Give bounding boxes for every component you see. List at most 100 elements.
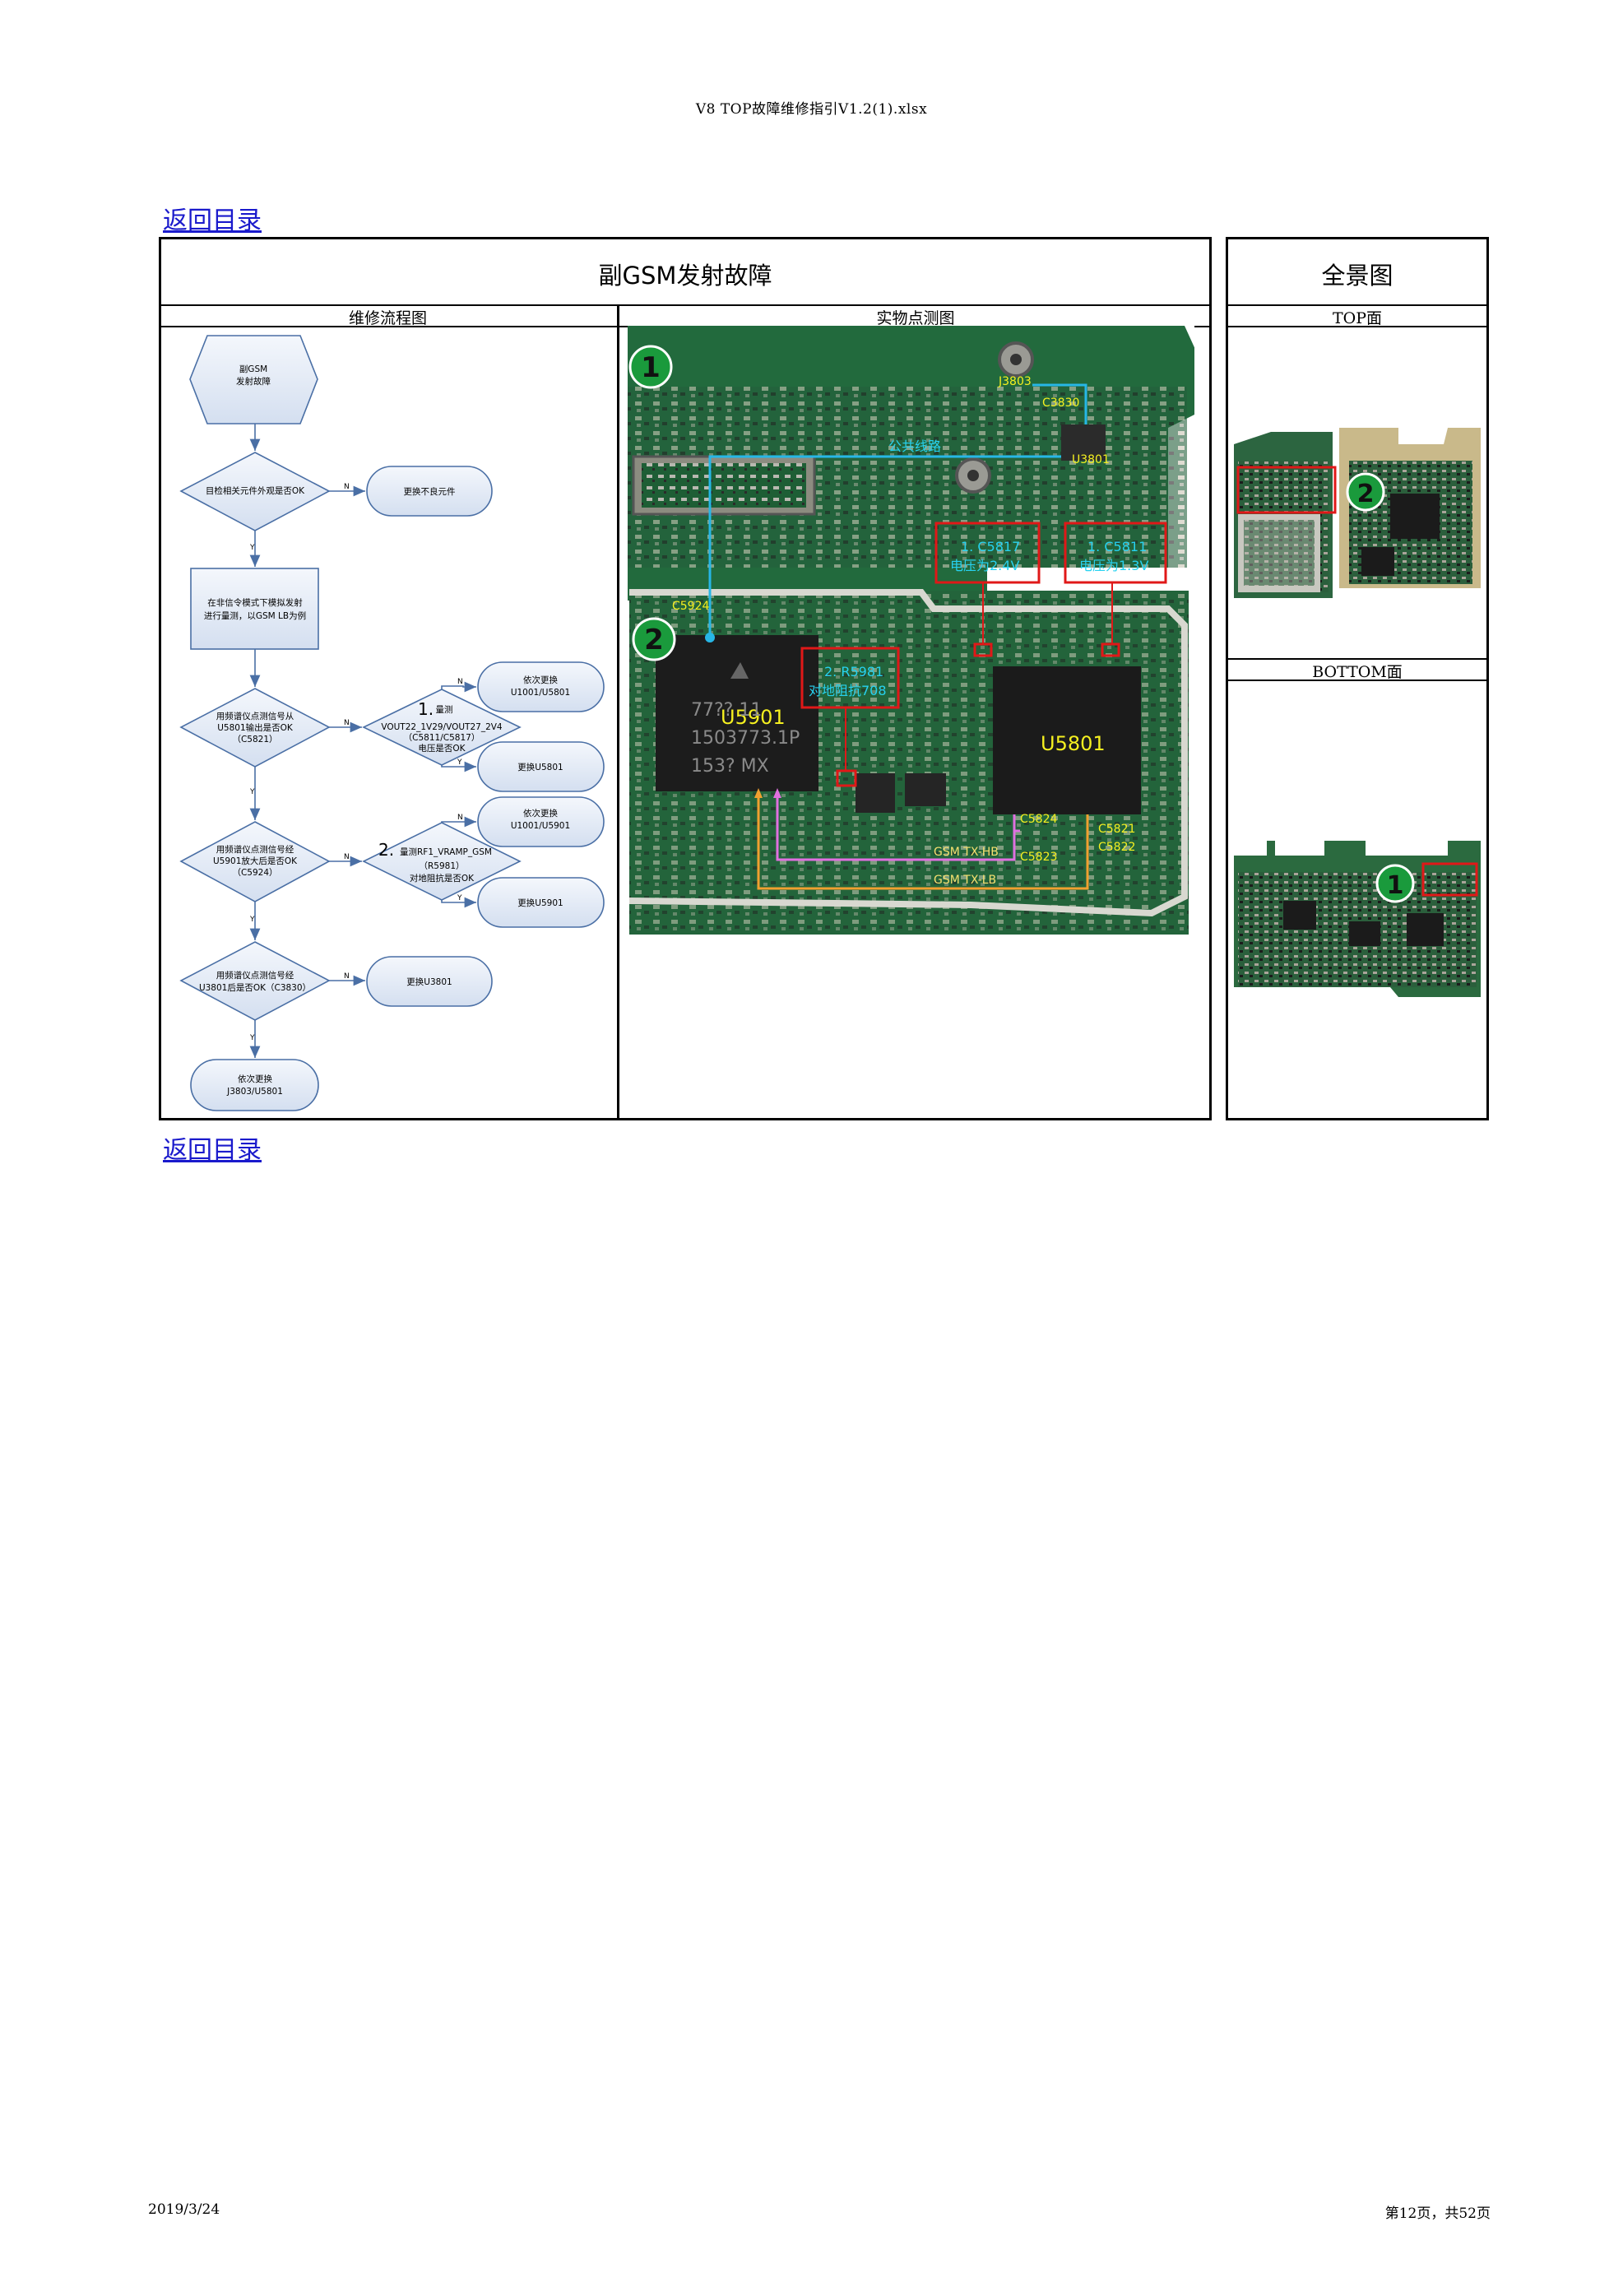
pad-c5811 [1101,642,1120,657]
label-c5821: C5821 [1098,823,1135,836]
overview-title: 全景图 [1321,262,1393,290]
flow-start-text: 发射故障 [236,376,271,387]
column-divider [617,304,619,1120]
highlight-r5981 [800,647,900,709]
chip-marking: 153? MX [691,756,769,777]
flow-end-replace-j3803-u5801 [190,1059,319,1111]
top-side-header: TOP面 [1332,309,1383,327]
shield-frame [628,589,1188,917]
bottom-side-overview-photo: 1 [1234,841,1481,997]
flow-r3a-text: U1001/U5801 [511,688,570,698]
label-no: N [344,972,350,981]
flow-decision-u3801-output [179,941,331,1021]
label-no: N [344,483,350,491]
bottom-marker-1 [1375,864,1415,903]
chip-u5801 [993,666,1141,814]
flow-step-number-2: 2. [378,840,394,860]
footer-date: 2019/3/24 [148,2201,220,2218]
flow-d2-text: 用频谱仪点测信号从 [216,711,294,721]
label-shared-line: 公共线路 [888,438,941,454]
label-no: N [344,853,350,861]
section-title: 副GSM发射故障 [598,262,772,290]
flow-r3a-text: 依次更换 [523,675,558,685]
label-gsm-tx-lb: GSM TX-LB [934,874,996,887]
text-label: 1 [1387,871,1404,900]
flow-p1-text: 进行量测，以GSM LB为例 [204,610,306,621]
text-label: 2 [644,624,664,656]
label-no: N [457,678,463,686]
flow-r1-text: 更换不良元件 [404,486,456,497]
flow-d3-text: （C5811/C5817） [404,733,480,743]
label-yes: Y [249,544,255,552]
flow-r5a-text: U1001/U5901 [511,821,570,831]
highlight-c5811 [1064,522,1167,584]
label-c5824: C5824 [1020,813,1057,826]
label-r5981-impedance: 对地阻抗708 [809,683,887,698]
row-divider [1226,658,1489,660]
repair-flowchart: N Y N Y N Y N Y N Y N Y 副GSM 发射故障 目检相关元件… [179,335,605,1111]
label-c5817-voltage: 电压为2.4V [950,558,1019,573]
flow-result-replace-u3801 [366,956,493,1007]
label-j3803: J3803 [998,375,1032,388]
label-u3801: U3801 [1072,453,1110,466]
bottom-side-header: BOTTOM面 [1312,663,1403,681]
document-title: V8 TOP故障维修指引V1.2(1).xlsx [695,101,928,118]
label-c5811: 1. C5811 [1087,539,1147,554]
flow-result-replace-u1001-u5801 [477,661,605,712]
label-no: N [457,814,463,822]
label-yes: Y [249,788,255,796]
flow-result-replace-u5801 [477,741,605,792]
back-to-contents-link-bottom[interactable]: 返回目录 [163,1136,262,1165]
flow-end-text: 依次更换 [238,1074,272,1084]
flow-r6-text: 更换U3801 [406,976,452,987]
flow-d5-text: 对地阻抗是否OK [410,873,475,884]
flow-p1-text: 在非信令模式下模拟发射 [207,597,303,608]
label-u5901: U5901 [721,706,786,729]
flow-d2-text: U5801输出是否OK [217,722,294,733]
label-c5811-voltage: 电压为1.3V [1079,558,1148,573]
label-c5817: 1. C5817 [961,539,1020,554]
flow-r5a-text: 依次更换 [523,808,558,819]
back-to-contents-link[interactable]: 返回目录 [163,206,262,235]
label-yes: Y [457,758,462,767]
flow-d2-text: （C5821） [232,735,277,744]
row-divider [1226,326,1489,327]
flow-d3-text: 量测 [436,704,453,715]
flow-d1-text: 目检相关元件外观是否OK [206,485,305,496]
label-u5801: U5801 [1041,732,1106,755]
row-divider [1226,304,1489,306]
flow-d3-text: VOUT22_1V29/VOUT27_2V4 [381,722,503,732]
marker-2 [632,617,676,661]
text-label: 2 [1357,480,1375,508]
flow-result-replace-u1001-u5901 [477,796,605,847]
flow-r3b-text: 更换U5801 [517,762,563,772]
flow-d4-text: 用频谱仪点测信号经 [216,844,294,855]
label-yes: Y [457,894,462,902]
flow-step-number-1: 1. [418,699,434,719]
chip-marking: 1503773.1P [691,728,800,749]
flow-start-text: 副GSM [239,364,267,374]
chip-marking: 77?? 11 [691,700,762,721]
row-divider [159,304,1212,306]
label-no: N [344,719,350,727]
flow-start-hexagon [189,335,318,424]
label-yes: Y [249,916,255,924]
label-yes: Y [249,1034,255,1042]
label-c5822: C5822 [1098,841,1135,854]
flow-end-text: J3803/U5801 [226,1087,283,1097]
top-highlight-area [1236,466,1337,514]
flow-d6-text: 用频谱仪点测信号经 [216,970,294,981]
pcb-measurement-photo: 1 2 J3803 C3830 U3801 C5924 C5824 C5823 … [628,326,1194,935]
photo-column-header: 实物点测图 [876,309,955,327]
highlight-c5817 [934,522,1041,584]
label-c5924: C5924 [672,600,709,613]
flowchart-column-header: 维修流程图 [348,309,427,327]
top-side-overview-photo: 2 [1234,428,1481,598]
flow-d3-text: 电压是否OK [418,743,466,754]
label-c5823: C5823 [1020,851,1057,864]
text-label: 1 [641,351,661,384]
flow-d4-text: U5901放大后是否OK [213,856,298,866]
label-r5981: 2. R5981 [824,664,883,680]
label-c3830: C3830 [1042,397,1079,410]
row-divider [1226,680,1489,681]
